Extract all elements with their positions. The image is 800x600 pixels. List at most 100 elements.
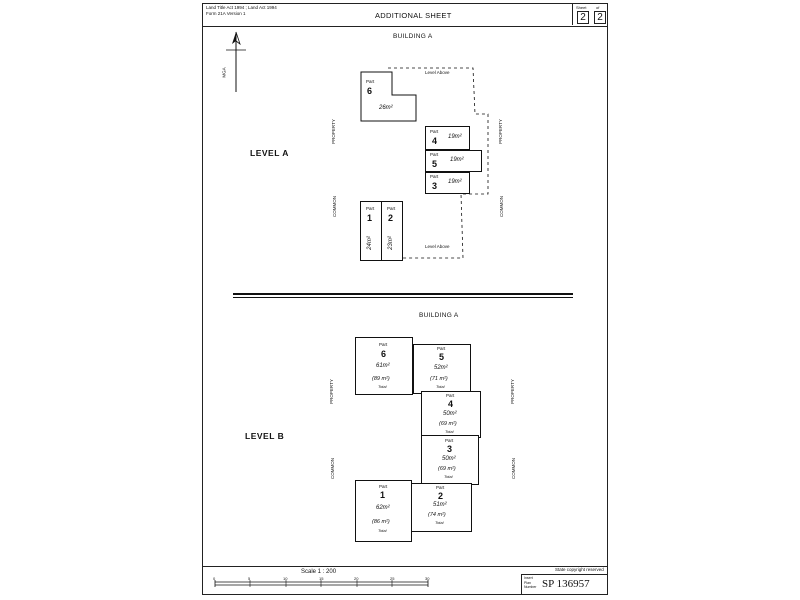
lot-label: Part [379, 484, 388, 489]
lot-area: 19m² [448, 134, 462, 140]
footer-top-rule [203, 566, 607, 567]
lot-number: 5 [439, 352, 445, 362]
lot-area: 62m² [376, 505, 390, 511]
lot-number: 6 [367, 86, 373, 96]
lot-area: 50m² [443, 411, 457, 417]
total-label: Total [444, 474, 453, 479]
lot-total: (69 m²) [438, 466, 456, 472]
lot-2-box: Part 2 23m² [381, 201, 403, 261]
level-above-label-bottom: Level Above [425, 244, 450, 249]
lot-total: (74 m²) [428, 512, 446, 518]
common-label-b-left: COMMON [330, 458, 335, 479]
lot-area: 19m² [450, 157, 464, 163]
lot-number: 2 [438, 491, 444, 501]
sheet-header: Land Title Act 1994 ; Land Act 1994 Form… [203, 4, 607, 27]
plan-label: Insert [524, 576, 533, 580]
lot-3-b-box: Part 3 50m² (69 m²) Total [421, 435, 479, 485]
plan-number-labels: Insert Plan Number [524, 576, 536, 590]
lot-2-b-box: Part 2 51m² (74 m²) Total [411, 483, 472, 532]
lot-area: 26m² [379, 105, 393, 111]
lot-total: (69 m²) [439, 421, 457, 427]
sheet-title: ADDITIONAL SHEET [375, 11, 452, 20]
legal-reference: Land Title Act 1994 ; Land Act 1994 Form… [206, 5, 277, 16]
property-label-b-left: PROPERTY [328, 379, 334, 404]
lot-6-outline [360, 71, 417, 122]
lot-label: Part [366, 79, 375, 84]
lot-area: 51m² [433, 502, 447, 508]
lot-number: 3 [447, 444, 453, 454]
level-divider [233, 293, 573, 298]
lot-5-box: Part 5 19m² [425, 150, 482, 172]
level-b-label: LEVEL B [245, 431, 285, 441]
compass-label: MGA [221, 67, 227, 78]
lot-label: Part [366, 206, 375, 211]
copyright-note: State copyright reserved [555, 567, 604, 572]
lot-total: (89 m²) [372, 376, 390, 382]
lot-area: 24m² [366, 236, 373, 250]
sheet-number-box: Sheet of 2 2 [572, 4, 608, 25]
sheet-label: Sheet [576, 5, 587, 10]
building-label-a: BUILDING A [393, 33, 433, 40]
lot-number: 2 [388, 213, 394, 223]
lot-label: Part [430, 152, 439, 157]
scale-tick: 20 [354, 576, 359, 581]
north-arrow: MGA [221, 30, 251, 100]
common-label-b-right: COMMON [511, 458, 516, 479]
lot-1-b-box: Part 1 62m² (86 m²) Total [355, 480, 412, 542]
lot-total: (86 m²) [372, 519, 390, 525]
lot-number: 3 [432, 181, 438, 191]
property-label-b-right: PROPERTY [509, 379, 515, 404]
lot-area: 50m² [442, 456, 456, 462]
property-label-a-left: PROPERTY [330, 119, 336, 144]
lot-number: 1 [380, 490, 386, 500]
legal-line: Land Title Act 1994 ; Land Act 1994 [206, 5, 277, 10]
lot-number: 1 [367, 213, 373, 223]
lot-label: Part [445, 438, 454, 443]
plan-label: Plan [524, 580, 532, 585]
north-arrow-icon [226, 31, 246, 92]
lot-area: 61m² [376, 363, 390, 369]
lot-number: 6 [381, 349, 387, 359]
lot-area: 19m² [448, 179, 462, 185]
plan-number-box: Insert Plan Number SP 136957 [521, 574, 608, 595]
lot-label: Part [379, 342, 388, 347]
total-label: Total [435, 520, 444, 525]
lot-number: 4 [432, 136, 438, 146]
lot-label: Part [387, 206, 396, 211]
lot-number: 5 [432, 159, 438, 169]
lot-3-box: Part 3 19m² [425, 172, 470, 194]
total-label: Total [378, 528, 387, 533]
sheet-total: 2 [594, 11, 606, 24]
lot-label: Part [436, 485, 445, 490]
lot-6-b-box: Part 6 61m² (89 m²) Total [355, 337, 413, 395]
plan-number: SP 136957 [542, 578, 590, 590]
plan-label: Number [524, 585, 537, 589]
legal-line: Form 21A Version 1 [206, 10, 246, 16]
sheet-number: 2 [577, 11, 589, 24]
of-label: of [596, 5, 600, 10]
scale-tick: 30 [425, 576, 430, 581]
building-label-b: BUILDING A [419, 312, 459, 319]
level-above-label-top: Level Above [425, 70, 450, 75]
lot-1-box: Part 1 24m² [360, 201, 382, 261]
total-label: Total [436, 384, 445, 389]
lot-total: (71 m²) [430, 376, 448, 382]
scale-tick: 0 [213, 576, 216, 581]
lot-label: Part [430, 174, 439, 179]
total-label: Total [445, 429, 454, 434]
scale-tick: 15 [319, 576, 324, 581]
scale-tick: 5 [248, 576, 251, 581]
lot-4-box: Part 4 19m² [425, 126, 470, 150]
plan-sheet: Land Title Act 1994 ; Land Act 1994 Form… [202, 3, 608, 595]
level-above-outline [388, 67, 489, 259]
lot-4-b-box: Part 4 50m² (69 m²) Total [421, 391, 481, 438]
level-a-label: LEVEL A [250, 148, 289, 158]
lot-label: Part [446, 393, 455, 398]
scale-tick: 25 [390, 576, 395, 581]
lot-label: Part [430, 129, 439, 134]
lot-area: 23m² [387, 236, 394, 250]
total-label: Total [378, 384, 387, 389]
lot-5-b-box: Part 5 52m² (71 m²) Total [413, 344, 471, 394]
scale-bar [214, 580, 429, 587]
common-label-a-left: COMMON [332, 196, 337, 217]
